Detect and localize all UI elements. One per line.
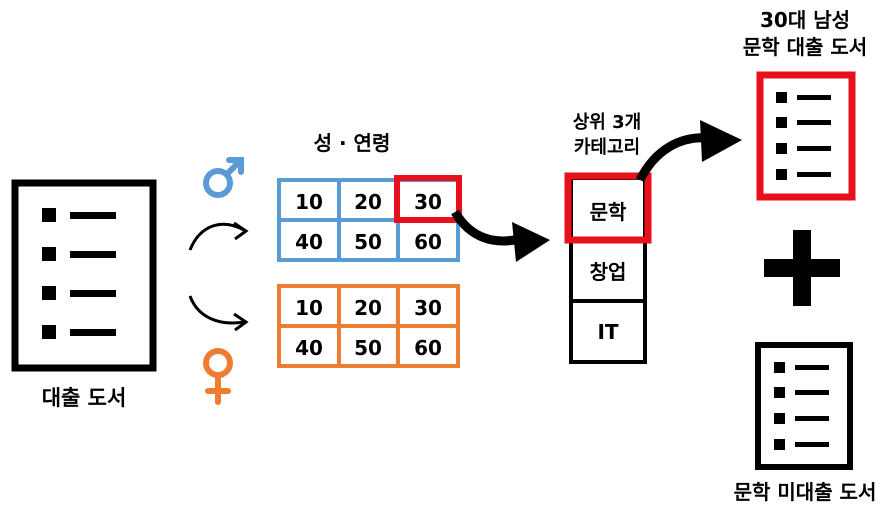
female-cell: 50 bbox=[354, 336, 382, 360]
result-borrowed-document-icon bbox=[756, 71, 856, 201]
male-cell: 60 bbox=[414, 230, 442, 254]
result-unborrowed-document-icon bbox=[755, 342, 853, 470]
male-symbol-icon bbox=[203, 157, 244, 198]
female-cell: 30 bbox=[414, 296, 442, 320]
male-cell: 40 bbox=[295, 230, 323, 254]
source-document-label: 대출 도서 bbox=[42, 386, 127, 410]
female-cell: 40 bbox=[295, 336, 323, 360]
grid-title: 성 · 연령 bbox=[314, 131, 391, 155]
arrow-to-result bbox=[635, 120, 742, 183]
categories-title-line1: 상위 3개 bbox=[573, 112, 641, 133]
arrow-to-categories bbox=[451, 209, 550, 262]
female-cell: 10 bbox=[295, 296, 323, 320]
arrow-to-female-grid bbox=[188, 295, 249, 332]
result-top-title-line1: 30대 남성 bbox=[760, 8, 850, 32]
male-cell: 20 bbox=[354, 190, 382, 214]
male-cell-highlight bbox=[394, 175, 462, 223]
male-cell: 10 bbox=[295, 190, 323, 214]
category-highlight bbox=[564, 172, 652, 244]
category-stack: 문학 창업 IT bbox=[564, 172, 652, 364]
female-cell: 60 bbox=[414, 336, 442, 360]
female-cell: 20 bbox=[354, 296, 382, 320]
category-item-literature: 문학 bbox=[590, 200, 627, 224]
result-bottom-label: 문학 미대출 도서 bbox=[734, 480, 877, 504]
female-symbol-icon bbox=[203, 348, 233, 405]
male-cell: 50 bbox=[354, 230, 382, 254]
male-cell-highlighted: 30 bbox=[414, 190, 442, 214]
category-item-it: IT bbox=[597, 320, 618, 344]
result-top-title-line2: 문학 대출 도서 bbox=[743, 35, 867, 59]
source-document-icon bbox=[11, 179, 157, 372]
category-item-startup: 창업 bbox=[590, 260, 627, 284]
arrow-to-male-grid bbox=[188, 221, 249, 251]
male-age-grid: 10 20 30 40 50 60 bbox=[277, 175, 462, 262]
categories-title-line2: 카테고리 bbox=[574, 137, 640, 158]
plus-icon bbox=[764, 230, 840, 306]
female-age-grid: 10 20 30 40 50 60 bbox=[277, 284, 460, 368]
